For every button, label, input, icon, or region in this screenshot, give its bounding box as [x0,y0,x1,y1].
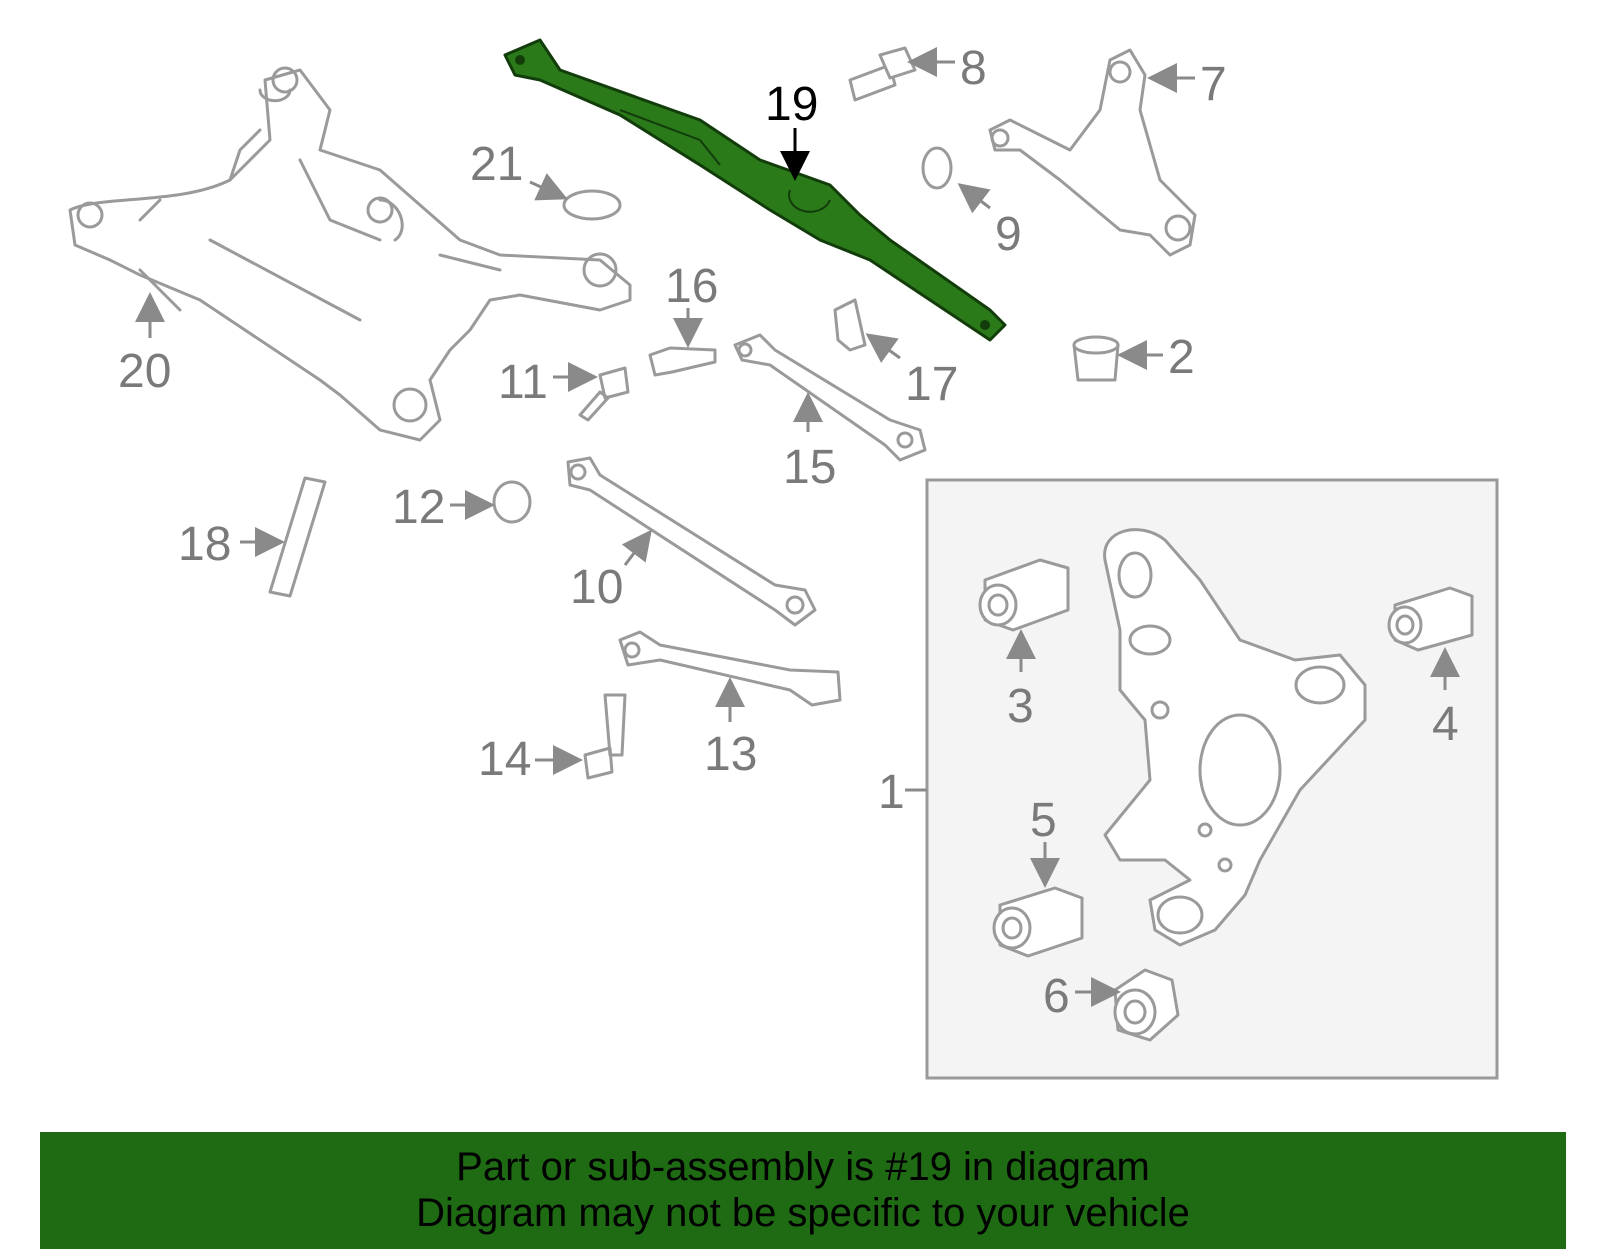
banner-line-1: Part or sub-assembly is #19 in diagram [456,1145,1150,1189]
callout-10: 10 [570,561,623,614]
knuckle-part-1 [1103,528,1367,947]
callout-21: 21 [470,138,523,191]
bushing-part-2 [1072,335,1120,382]
bolt-part-14 [583,693,627,780]
callout-6: 6 [1043,970,1070,1023]
callout-20: 20 [118,345,171,398]
callout-12: 12 [392,481,445,534]
upper-arm-part-7 [988,48,1197,257]
bolt-part-8 [848,46,917,102]
bushing-part-4 [1387,586,1474,652]
callout-2: 2 [1168,331,1195,384]
callout-15: 15 [783,441,836,494]
callout-9: 9 [995,208,1022,261]
bolt-part-11 [578,366,630,422]
info-banner: Part or sub-assembly is #19 in diagram D… [40,1132,1566,1249]
ring-part-21 [562,189,622,221]
washer-part-9 [921,146,953,190]
callout-3: 3 [1007,680,1034,733]
bushing-part-5 [992,886,1084,958]
callout-17: 17 [905,358,958,411]
link-part-13 [618,630,842,707]
bushing-part-6 [1113,968,1180,1042]
bracket-part-17 [833,298,867,352]
callout-1: 1 [878,766,905,819]
bushing-part-3 [978,558,1070,632]
callout-5: 5 [1030,794,1057,847]
callout-8: 8 [960,42,987,95]
callout-4: 4 [1432,698,1459,751]
steering-actuator-part-19 [503,38,1007,342]
banner-line-2: Diagram may not be specific to your vehi… [416,1191,1190,1235]
plug-part-12 [492,480,532,524]
lateral-link-part-10 [566,456,817,627]
callout-18: 18 [178,518,231,571]
callout-16: 16 [665,260,718,313]
subframe-part-20 [68,66,632,442]
callout-11: 11 [498,356,548,409]
callout-19: 19 [765,78,818,131]
callout-13: 13 [704,728,757,781]
callout-14: 14 [478,733,531,786]
bar-part-18 [268,476,327,598]
bolt-part-16 [648,346,717,377]
link-part-15 [733,333,927,462]
callout-7: 7 [1200,58,1227,111]
